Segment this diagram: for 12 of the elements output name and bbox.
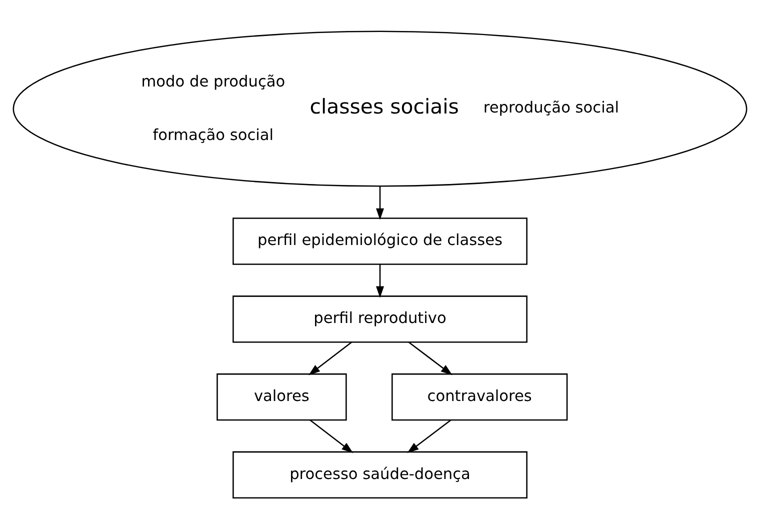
node-ellipse: modo de produção formação social classes sociais reprodução social <box>12 30 748 187</box>
node-box: processo saúde-doença <box>232 451 528 499</box>
node-box: perfil epidemiológico de classes <box>232 218 528 265</box>
arrow <box>310 420 354 454</box>
arrow <box>376 186 384 220</box>
node-box: perfil reprodutivo <box>232 296 528 343</box>
arrow <box>308 342 352 376</box>
node-box: contravalores <box>392 373 568 421</box>
arrow <box>407 420 452 454</box>
arrow <box>376 264 384 298</box>
arrow <box>408 342 452 376</box>
node-box: valores <box>216 373 347 421</box>
